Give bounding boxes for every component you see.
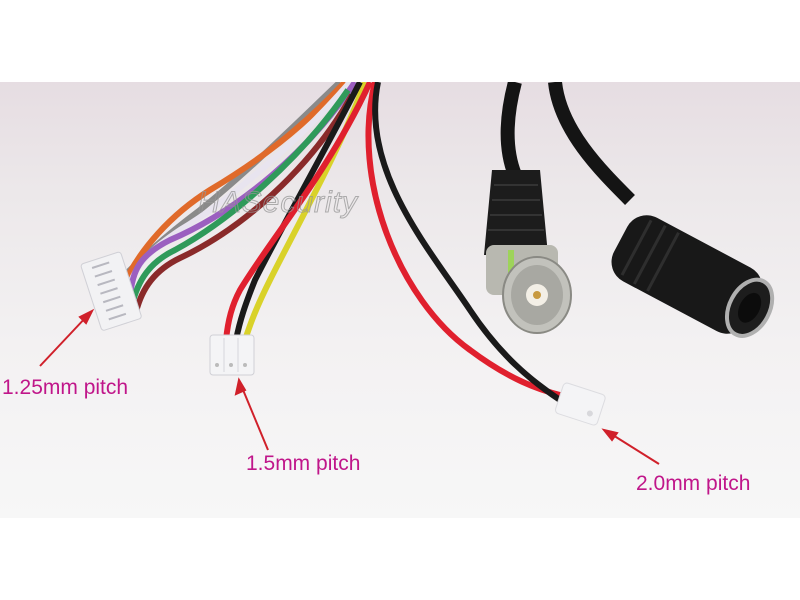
dc-cable (548, 82, 635, 205)
label-2-0mm-pitch: 2.0mm pitch (636, 472, 751, 495)
wire-bundle-1-25 (122, 82, 358, 313)
connector-1-5mm (209, 334, 255, 376)
annotation-arrows (39, 308, 660, 465)
bnc-cable (500, 82, 522, 178)
connector-1-25mm (80, 251, 142, 331)
product-photo: HASecurity (0, 82, 800, 518)
connector-2-0mm (554, 382, 606, 426)
wire-bundle-1-5 (223, 82, 373, 341)
cable-illustration (39, 82, 775, 465)
label-1-25mm-pitch: 1.25mm pitch (2, 376, 129, 399)
bnc-connector (484, 170, 572, 334)
watermark-text: HASecurity (197, 186, 359, 220)
dc-jack (611, 215, 775, 338)
label-1-5mm-pitch: 1.5mm pitch (246, 452, 361, 475)
wire-pair-2-0 (365, 82, 562, 403)
